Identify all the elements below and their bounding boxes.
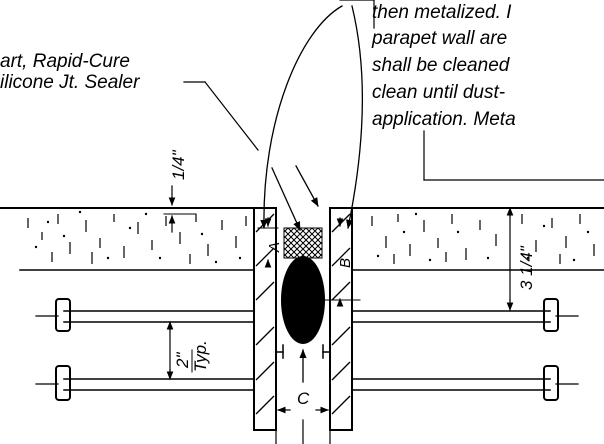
callout-metalizing-note: then metalized. I parapet wall are shall… bbox=[339, 0, 604, 181]
joint-plate-right bbox=[322, 207, 353, 431]
dimension-bar-spacing: 2" Typ. bbox=[166, 321, 210, 380]
leader-arrow-left-plate bbox=[260, 5, 343, 229]
rebar-upper-right bbox=[351, 298, 579, 332]
callout-note-line3: shall be cleaned bbox=[372, 55, 511, 76]
rebar-lower-left bbox=[35, 365, 255, 401]
backer-rod bbox=[281, 256, 325, 344]
leader-arrow-sealer bbox=[271, 167, 301, 231]
dimension-quarter-inch-label: 1/4" bbox=[169, 149, 188, 180]
callout-sealer-line2: ilicone Jt. Sealer bbox=[0, 72, 140, 93]
concrete-deck-left bbox=[0, 207, 255, 271]
dimension-depth-label: 3 1/4" bbox=[517, 245, 536, 290]
dimension-b-label: B bbox=[337, 258, 354, 268]
dimension-c-label: C bbox=[297, 389, 310, 408]
dimension-a: A bbox=[257, 217, 283, 268]
dimension-bar-spacing-note: Typ. bbox=[191, 340, 210, 372]
dimension-bar-spacing-label: 2" bbox=[173, 352, 192, 369]
callout-note-line4: clean until dust- bbox=[372, 82, 505, 103]
dimension-b: B bbox=[323, 217, 361, 307]
concrete-deck-right bbox=[351, 207, 604, 271]
dimension-a-label: A bbox=[266, 242, 283, 253]
dimension-c: C bbox=[277, 389, 329, 444]
callout-note-line2: parapet wall are bbox=[371, 28, 507, 49]
joint-plate-left bbox=[253, 207, 284, 431]
dimension-quarter-inch: 1/4" bbox=[163, 149, 197, 233]
leader-arrow-right-plate bbox=[346, 5, 364, 229]
callout-sealer-line1: art, Rapid-Cure bbox=[0, 51, 130, 72]
callout-note-line5: application. Meta bbox=[372, 109, 516, 130]
silicone-sealer bbox=[283, 227, 323, 259]
callout-note-line1: then metalized. I bbox=[372, 2, 512, 23]
rebar-upper-left bbox=[35, 298, 255, 332]
callout-sealer: art, Rapid-Cure ilicone Jt. Sealer bbox=[0, 51, 259, 151]
rebar-lower-right bbox=[351, 365, 579, 401]
dimension-depth: 3 1/4" bbox=[506, 207, 536, 311]
leader-arrow-sealer-2 bbox=[295, 165, 319, 207]
